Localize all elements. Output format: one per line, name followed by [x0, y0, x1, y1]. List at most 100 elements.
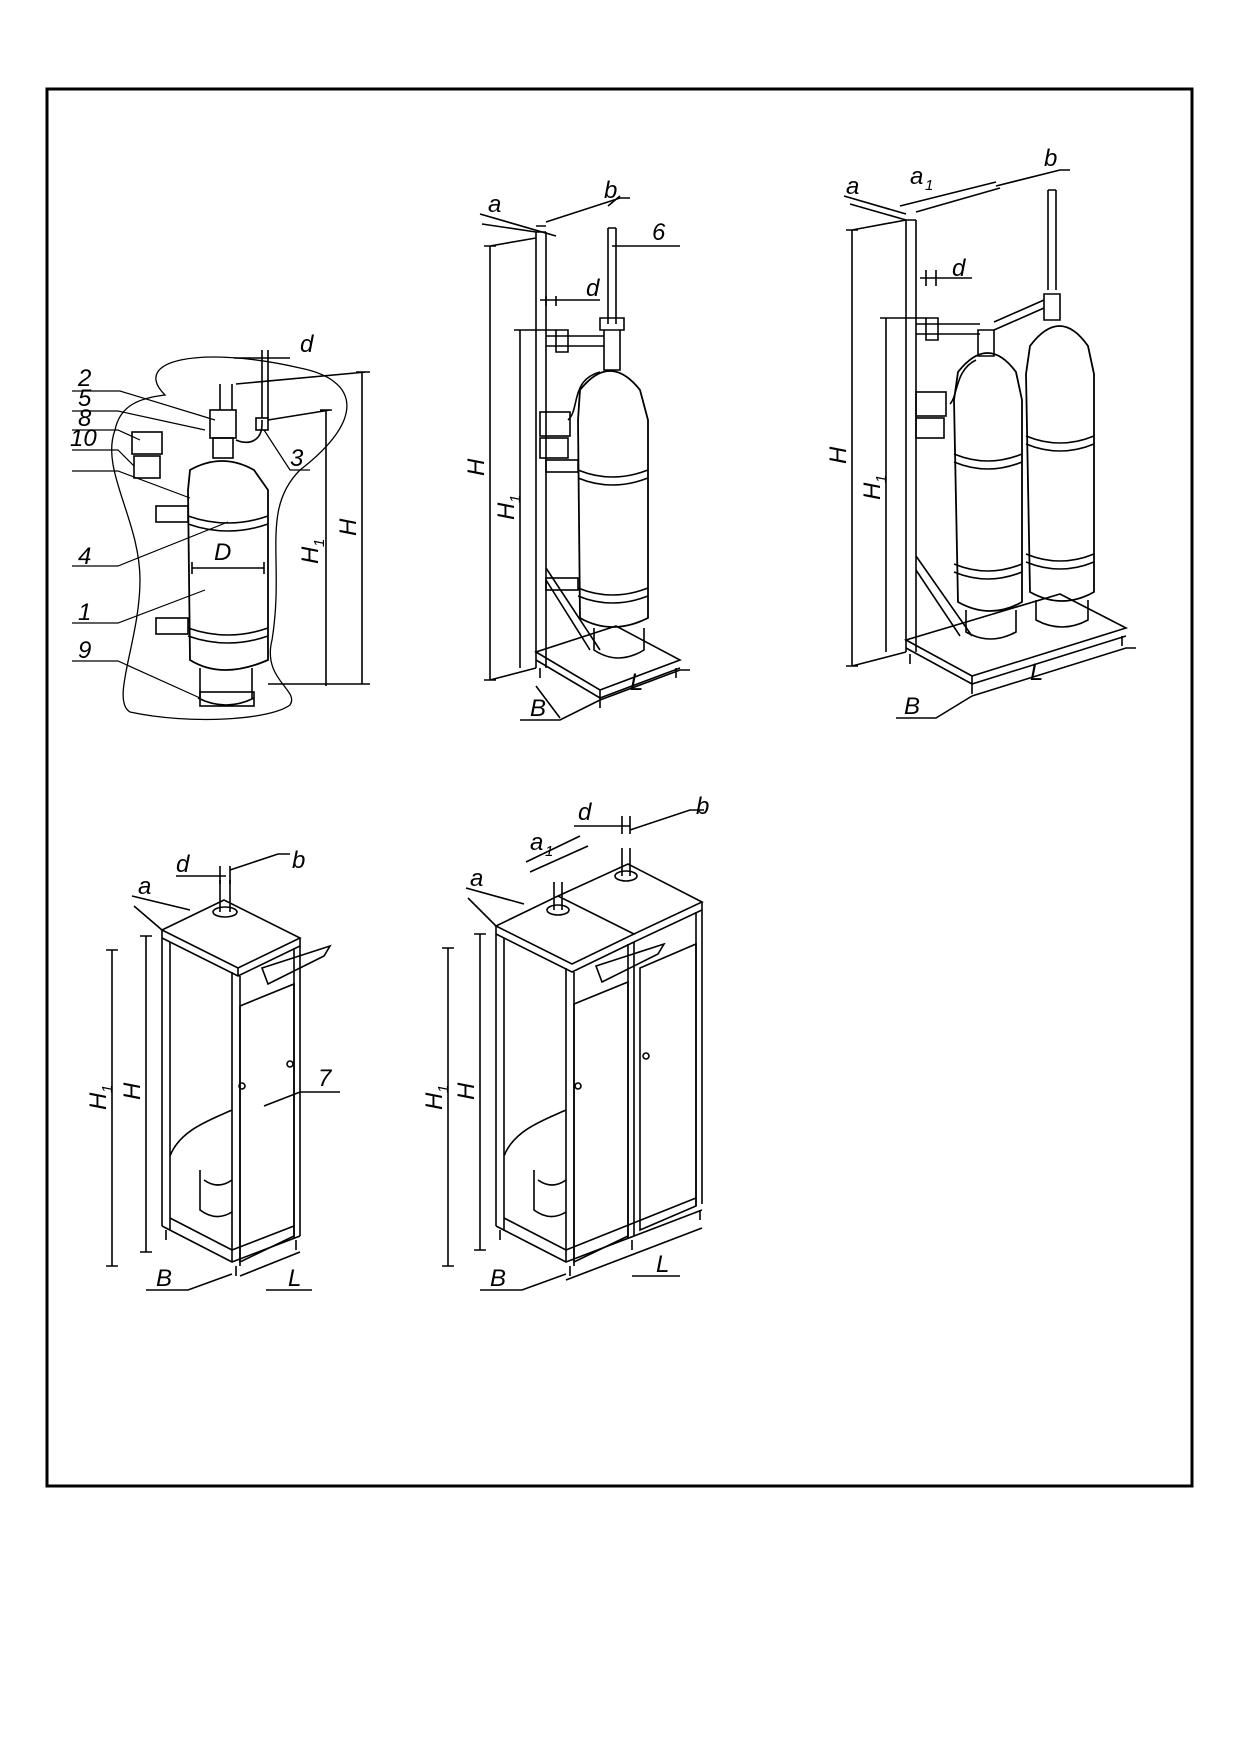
figure-3-double-frame [843, 169, 1136, 719]
fig1-callout-5: 5 [78, 385, 92, 412]
fig3-base-frame [903, 593, 1129, 685]
fig3-dim-label-H: H [825, 446, 852, 464]
fig4-dim-B [146, 1273, 233, 1291]
fig3-manifold [916, 299, 1045, 341]
fig3-dim-label-b: b [1044, 145, 1057, 172]
fig1-signal-box [131, 431, 163, 455]
fig4-feet [165, 1230, 297, 1276]
fig1-gauge-box [133, 455, 161, 479]
fig5-dim-label-B: B [490, 1265, 506, 1292]
fig5-door-left-lock [574, 1082, 582, 1090]
fig4-dim-H [140, 935, 152, 1253]
fig2-hose [567, 371, 601, 421]
fig3-dim-H1 [880, 317, 926, 652]
fig5-cutaway [503, 1109, 567, 1218]
fig3-feet [909, 636, 1123, 694]
fig4-cabinet-top [160, 899, 302, 977]
fig3-dim-d [920, 270, 972, 286]
fig5-dim-label-a1: a [530, 829, 543, 856]
fig5-dim-label-a: a [470, 865, 483, 892]
fig4-dim-d [176, 866, 231, 884]
fig3-cylinder-right-bands [1025, 435, 1095, 570]
fig5-dim-label-H: H [453, 1082, 480, 1100]
fig4-dim-L [239, 1251, 312, 1291]
fig1-callout-1: 1 [78, 599, 91, 626]
fig5-dim-H1 [442, 947, 454, 1267]
fig1-dim-label-H-group: H [335, 518, 362, 536]
fig3-dim-label-a1: a [910, 163, 923, 190]
fig2-dim-label-H1-sub: 1 [507, 495, 524, 503]
fig1-outline [110, 356, 348, 721]
fig4-posts [161, 938, 301, 1266]
fig5-base [495, 1197, 703, 1263]
fig4-cutaway [169, 1109, 233, 1218]
fig4-door-lock-2 [286, 1060, 294, 1068]
fig4-door-lock [238, 1082, 246, 1090]
fig4-panel [260, 944, 332, 986]
fig1-dim-label-H1-group: H 1 [297, 539, 328, 564]
fig4-dim-H1 [106, 949, 118, 1267]
fig3-dim-label-a: a [846, 173, 859, 200]
fig5-dim-a [465, 887, 525, 927]
fig1-dim-label-H1-sub: 1 [311, 539, 328, 547]
fig3-cylinder-left [953, 352, 1023, 612]
fig2-dim-label-d: d [586, 275, 600, 302]
fig2-dim-H [484, 237, 537, 681]
fig5-dim-label-H1-sub: 1 [435, 1085, 452, 1093]
fig1-band-top [187, 515, 269, 532]
fig2-bracket-bottom [545, 577, 579, 591]
fig4-pipe-flange [212, 906, 238, 918]
figure-4-single-cabinet [106, 853, 340, 1291]
fig2-dim-label-B: B [530, 695, 546, 722]
fig1-base-clamp [199, 691, 255, 707]
fig2-manifold [546, 329, 604, 353]
figure-3-labels: a a 1 b d H H 1 B L [825, 145, 1057, 720]
fig4-door [239, 982, 295, 1264]
fig1-callout-2: 2 [77, 365, 91, 392]
fig4-dim-label-H1-sub: 1 [99, 1085, 116, 1093]
fig3-dim-label-L: L [1030, 659, 1043, 686]
fig3-dim-label-B: B [904, 693, 920, 720]
fig5-dim-d [574, 816, 631, 834]
fig2-callout-6: 6 [652, 219, 666, 246]
fig1-leaders [72, 390, 310, 699]
fig1-callout-3: 3 [290, 445, 304, 472]
fig1-dim-label-H1: H [297, 546, 324, 564]
fig4-dim-label-H1-group: H 1 [85, 1085, 116, 1110]
fig1-callout-9: 9 [78, 637, 91, 664]
fig5-feet [499, 1210, 701, 1276]
figure-1-cylinder-module [72, 350, 370, 721]
figure-1-labels: 2 5 8 10 4 1 9 3 d D H H 1 [70, 331, 362, 664]
fig5-dim-label-H-group: H [453, 1082, 480, 1100]
fig5-dim-label-H1: H [421, 1092, 448, 1110]
fig2-dim-label-L: L [630, 669, 643, 696]
fig4-dim-label-B: B [156, 1265, 172, 1292]
fig2-post [535, 231, 547, 668]
fig4-dim-label-L: L [288, 1265, 301, 1292]
fig1-dim-d [234, 350, 290, 418]
figure-5-double-cabinet [442, 809, 704, 1291]
fig2-bands [577, 469, 649, 604]
fig1-dim-H [235, 371, 370, 685]
fig5-door-right-lock [642, 1052, 650, 1060]
fig4-dim-label-H-group: H [119, 1082, 146, 1100]
fig5-flange-left [546, 904, 570, 916]
fig5-door-right [639, 942, 697, 1232]
fig3-dim-label-d: d [952, 255, 966, 282]
fig1-base [197, 668, 255, 706]
figure-5-labels: a a 1 d b H H 1 B L [421, 793, 709, 1292]
fig3-dim-a [843, 195, 907, 221]
fig3-dim-label-a1-sub: 1 [925, 177, 933, 194]
fig1-dim-D [191, 562, 265, 574]
fig1-valve [209, 409, 237, 439]
figure-4-labels: a d b 7 H H 1 B L [85, 847, 333, 1292]
fig3-dim-label-H-group: H [825, 446, 852, 464]
fig5-dim-b [629, 809, 704, 831]
fig4-dim-label-H: H [119, 1082, 146, 1100]
fig4-dim-label-H1: H [85, 1092, 112, 1110]
fig2-dim-label-H-group: H [463, 458, 490, 476]
fig2-base-frame [534, 625, 682, 699]
fig1-dim-label-d: d [300, 331, 314, 358]
fig3-dim-label-H1: H [859, 482, 886, 500]
